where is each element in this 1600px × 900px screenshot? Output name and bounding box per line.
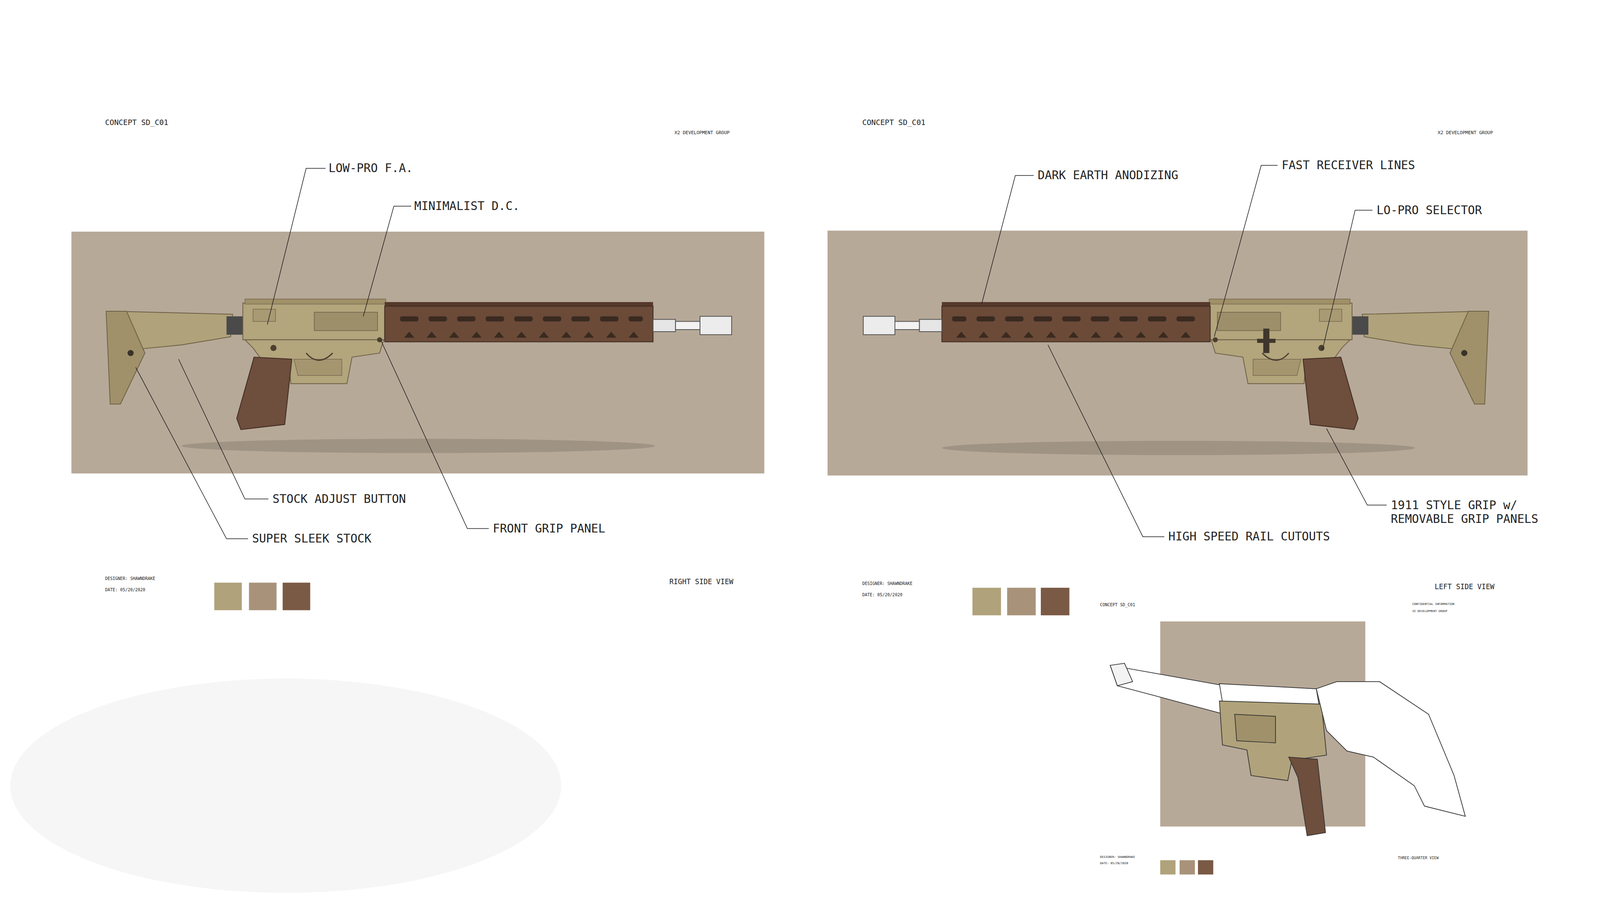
selector-detail <box>1257 338 1276 343</box>
part-callout: MINIMALIST D.C. <box>414 199 520 214</box>
panel-ground <box>827 230 1528 476</box>
color-swatch <box>1160 860 1176 875</box>
company-name: X2 DEVELOPMENT GROUP <box>674 130 730 136</box>
leader-line <box>135 165 1387 539</box>
part-callout: LOW-PRO F.A. <box>328 161 413 176</box>
part-callout: FAST RECEIVER LINES <box>1281 158 1415 173</box>
leader-line <box>1322 210 1373 350</box>
color-swatch <box>1040 587 1070 616</box>
color-swatch <box>1197 860 1214 875</box>
leader-line <box>1214 165 1278 337</box>
panel-ground <box>71 231 765 474</box>
leader-line <box>981 175 1034 305</box>
color-swatch <box>214 582 1214 875</box>
date-note: DATE: 05/20/2020 <box>105 587 145 593</box>
part-callout: STOCK ADJUST BUTTON <box>272 492 406 507</box>
color-swatch <box>1179 860 1195 875</box>
rifle-three-quarter <box>1288 757 1326 836</box>
selector-detail <box>1257 328 1276 354</box>
view-name: RIGHT SIDE VIEW <box>669 577 734 586</box>
color-swatch <box>972 587 1002 616</box>
designer-note: DESIGNER: SHAWNDRAKE <box>1100 855 1135 859</box>
sheet-id: CONCEPT SD_C01 <box>105 117 169 128</box>
color-swatch <box>249 582 277 610</box>
part-callout: FRONT GRIP PANEL <box>492 521 606 536</box>
view-name: THREE-QUARTER VIEW <box>1397 855 1439 861</box>
date-note: DATE: 05/20/2020 <box>862 592 903 598</box>
rifle-right-side <box>106 299 732 430</box>
designer-note: DESIGNER: SHAWNDRAKE <box>862 581 913 587</box>
leader-line <box>135 367 248 539</box>
confidential-note: CONFIDENTIAL INFORMATION <box>1412 602 1455 606</box>
leader-line <box>267 168 326 325</box>
leader-line <box>1047 345 1165 537</box>
color-swatch <box>214 582 242 610</box>
shadow <box>181 438 655 453</box>
rifle-three-quarter <box>1110 663 1465 836</box>
color-swatch <box>1007 587 1036 616</box>
part-callout: DARK EARTH ANODIZING <box>1037 168 1179 183</box>
company-name: X2 DEVELOPMENT GROUP <box>1437 130 1493 136</box>
shadow <box>941 440 1415 455</box>
part-callout: LO-PRO SELECTOR <box>1376 203 1483 218</box>
rifle-left-side <box>863 299 1489 430</box>
rifle-three-quarter <box>1234 714 1276 743</box>
sheet-id: CONCEPT SD_C01 <box>1100 602 1135 608</box>
date-note: DATE: 05/20/2020 <box>1100 861 1128 865</box>
rifle-left-side <box>863 299 1489 430</box>
leader-line <box>1326 428 1387 506</box>
leader-line <box>178 359 269 500</box>
sheet-id: CONCEPT SD_C01 <box>862 117 926 128</box>
part-callout: 1911 STYLE GRIP w/ REMOVABLE GRIP PANELS <box>1390 498 1575 527</box>
faint-smudge <box>10 678 561 893</box>
part-callout: SUPER SLEEK STOCK <box>252 531 372 546</box>
company-name: X2 DEVELOPMENT GROUP <box>1412 609 1448 613</box>
part-callout: HIGH SPEED RAIL CUTOUTS <box>1168 529 1330 544</box>
designer-note: DESIGNER: SHAWNDRAKE <box>105 576 155 582</box>
color-swatch <box>282 582 310 610</box>
rifle-three-quarter <box>1316 681 1466 817</box>
leader-line <box>363 206 412 317</box>
view-name: LEFT SIDE VIEW <box>1434 582 1495 591</box>
rifle-three-quarter <box>1110 663 1133 686</box>
